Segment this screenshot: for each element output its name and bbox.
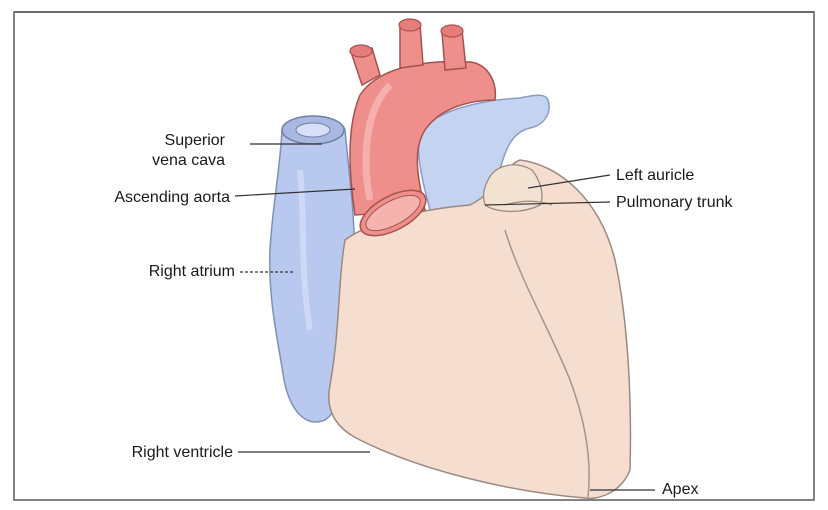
aorta-branch-1-opening <box>350 45 372 57</box>
label-pulmonary-trunk: Pulmonary trunk <box>616 193 733 212</box>
svc-lumen <box>296 123 330 137</box>
aorta-branch-2-opening <box>399 19 421 31</box>
label-left-auricle: Left auricle <box>616 166 694 185</box>
label-right-atrium: Right atrium <box>90 262 235 281</box>
label-apex: Apex <box>662 480 698 499</box>
label-superior-vena-cava-line1: Superior <box>120 131 225 150</box>
aorta-branch-3-opening <box>441 25 463 37</box>
label-right-ventricle: Right ventricle <box>65 443 233 462</box>
label-ascending-aorta: Ascending aorta <box>45 188 230 207</box>
label-superior-vena-cava-line2: vena cava <box>120 151 225 170</box>
